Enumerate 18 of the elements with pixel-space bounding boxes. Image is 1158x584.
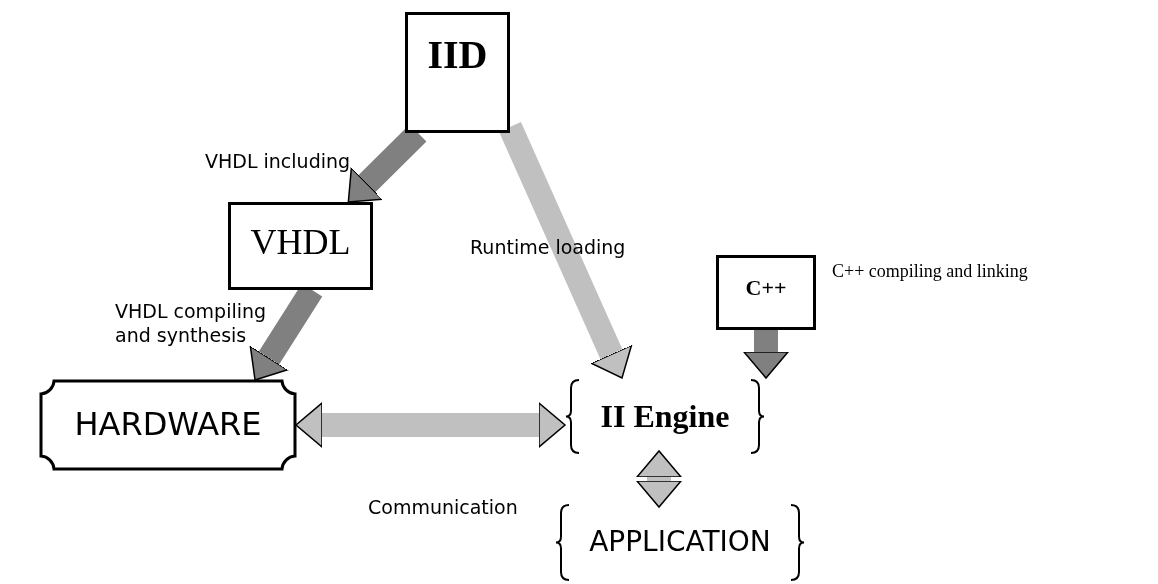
- process-box: [405, 12, 510, 133]
- node-label: HARDWARE: [74, 407, 262, 443]
- block-arrow: [295, 402, 566, 448]
- edge-label: C++ compiling and linking: [832, 260, 1028, 283]
- node-label: VHDL: [250, 223, 351, 263]
- process-box: [228, 202, 373, 290]
- edge-label: VHDL compiling and synthesis: [115, 300, 268, 348]
- node-label: II Engine: [600, 398, 730, 435]
- edge-label: Communication: [368, 496, 518, 520]
- edge-label: Runtime loading: [470, 236, 626, 260]
- node-label: C++: [745, 276, 787, 301]
- process-box: [716, 255, 816, 330]
- block-arrow: [499, 122, 633, 379]
- block-arrow: [636, 450, 682, 508]
- block-arrow: [743, 330, 789, 379]
- edge-label: VHDL including: [205, 150, 351, 174]
- node-label: APPLICATION: [589, 527, 771, 558]
- node-label: IID: [427, 33, 488, 77]
